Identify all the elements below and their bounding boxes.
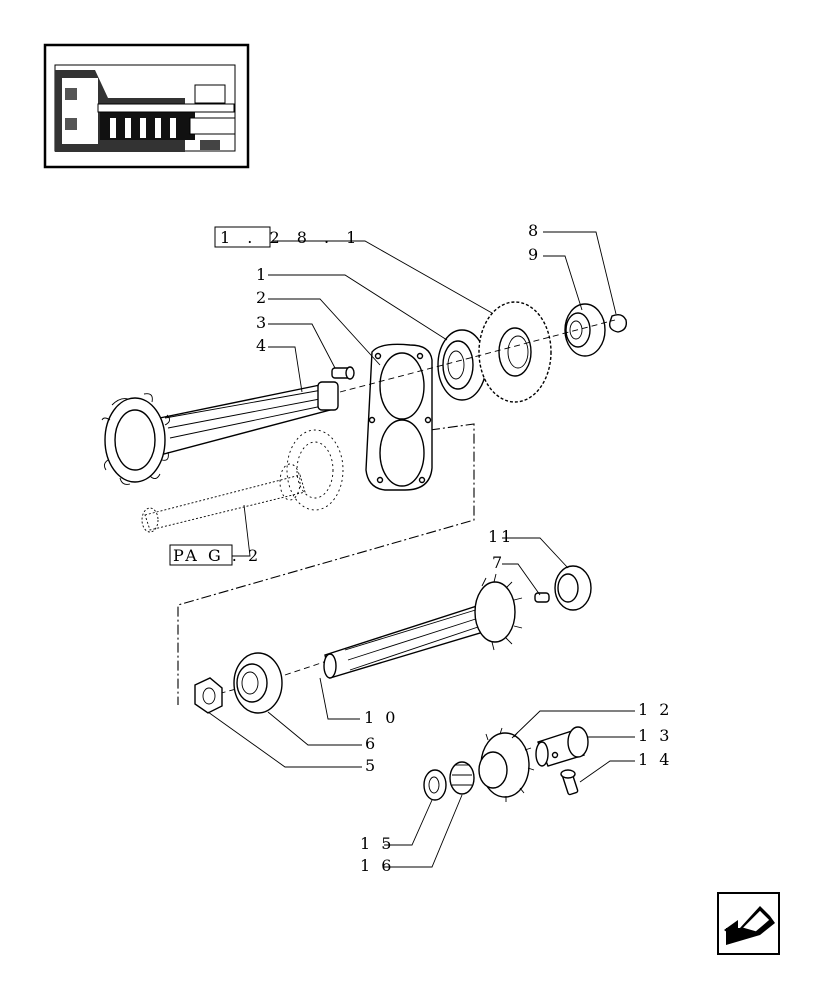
part-5-nut xyxy=(194,677,223,714)
callout-1[interactable]: 1 xyxy=(256,265,269,284)
part-8-circlip xyxy=(608,313,628,333)
background-gear-shaft xyxy=(141,429,344,533)
part-7-pin xyxy=(534,592,550,603)
reference-box-top[interactable]: 1 . 2 8 . 1 xyxy=(214,226,362,248)
callout-16[interactable]: 1 6 xyxy=(360,856,394,875)
callout-10[interactable]: 1 0 xyxy=(364,708,398,727)
reference-label-top: 1 . 2 8 . 1 xyxy=(220,228,362,247)
part-4-splined-shaft xyxy=(101,381,339,485)
callout-12[interactable]: 1 2 xyxy=(638,700,672,719)
callout-14[interactable]: 1 4 xyxy=(638,750,672,769)
callout-11[interactable]: 11 xyxy=(488,527,514,546)
callout-3[interactable]: 3 xyxy=(256,313,269,332)
part-10-shaft xyxy=(323,573,523,679)
part-3-pin xyxy=(331,366,355,380)
part-1-bearing xyxy=(437,329,487,401)
callout-8[interactable]: 8 xyxy=(528,221,541,240)
part-14-screw xyxy=(560,769,579,796)
callout-13[interactable]: 1 3 xyxy=(638,726,672,745)
leader-lines xyxy=(207,231,635,868)
page-back-arrow-icon[interactable] xyxy=(717,892,780,955)
reference-label-bottom: PA G . 2 xyxy=(173,546,261,565)
gear-ref-1281 xyxy=(478,301,552,403)
part-11-bearing xyxy=(554,565,592,611)
callout-6[interactable]: 6 xyxy=(365,734,378,753)
callout-9[interactable]: 9 xyxy=(528,245,541,264)
part-16-needle-cage xyxy=(449,761,475,795)
callout-4[interactable]: 4 xyxy=(256,336,269,355)
part-15-washer xyxy=(423,769,447,801)
part-12-gear xyxy=(478,727,535,802)
callout-2[interactable]: 2 xyxy=(256,288,269,307)
part-9-bearing xyxy=(564,303,606,357)
callout-7[interactable]: 7 xyxy=(492,553,505,572)
transmission-section-thumbnail xyxy=(43,43,250,169)
reference-box-bottom[interactable]: PA G . 2 xyxy=(169,544,261,566)
assembly-connection-line xyxy=(177,423,475,705)
part-2-gasket xyxy=(365,343,433,491)
part-13-sleeve xyxy=(535,726,589,767)
part-6-bearing xyxy=(233,652,283,714)
callout-15[interactable]: 1 5 xyxy=(360,834,394,853)
callout-5[interactable]: 5 xyxy=(365,756,378,775)
